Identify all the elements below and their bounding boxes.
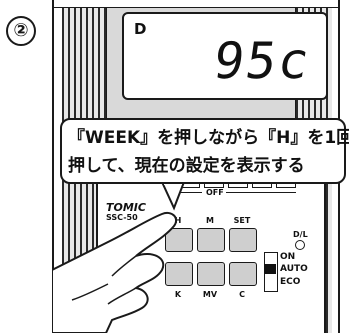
callout-line-2: 押して、現在の設定を表示する: [68, 156, 305, 176]
dl-indicator: [295, 240, 305, 250]
button-label-h: H: [174, 216, 182, 225]
button-label-c: C: [239, 290, 245, 299]
step-number: ②: [6, 16, 36, 46]
callout-tail: [161, 182, 185, 211]
mode-eco-label: ECO: [280, 277, 301, 287]
brand-logo: TOMIC: [106, 201, 146, 214]
button-label-week: K: [174, 290, 182, 299]
off-divider: [180, 192, 202, 193]
week-button[interactable]: [165, 262, 193, 286]
callout-line-1: 『WEEK』を押しながら『H』を1回: [68, 128, 349, 148]
button-label-mv: MV: [202, 290, 218, 299]
off-divider: [226, 192, 296, 193]
instruction-callout: 『WEEK』を押しながら『H』を1回 押して、現在の設定を表示する: [60, 118, 349, 184]
mode-switch-knob[interactable]: [264, 264, 276, 274]
m-button[interactable]: [197, 228, 225, 252]
mode-on-label: ON: [280, 252, 296, 262]
button-label-m: M: [206, 216, 214, 225]
c-button[interactable]: [229, 262, 257, 286]
off-label: OFF: [206, 188, 224, 197]
model-label: SSC-50: [106, 213, 138, 222]
device-top-edge: [52, 0, 340, 8]
button-label-set: SET: [233, 216, 251, 225]
set-button[interactable]: [229, 228, 257, 252]
mode-auto-label: AUTO: [280, 264, 308, 274]
h-button[interactable]: [165, 228, 193, 252]
mv-button[interactable]: [197, 262, 225, 286]
dl-label: D/L: [293, 230, 308, 239]
lcd-label: D: [134, 20, 147, 38]
lcd-value: 95c: [209, 32, 315, 90]
lcd-display: D 95c: [122, 12, 328, 100]
hand-illustration: [52, 212, 178, 333]
